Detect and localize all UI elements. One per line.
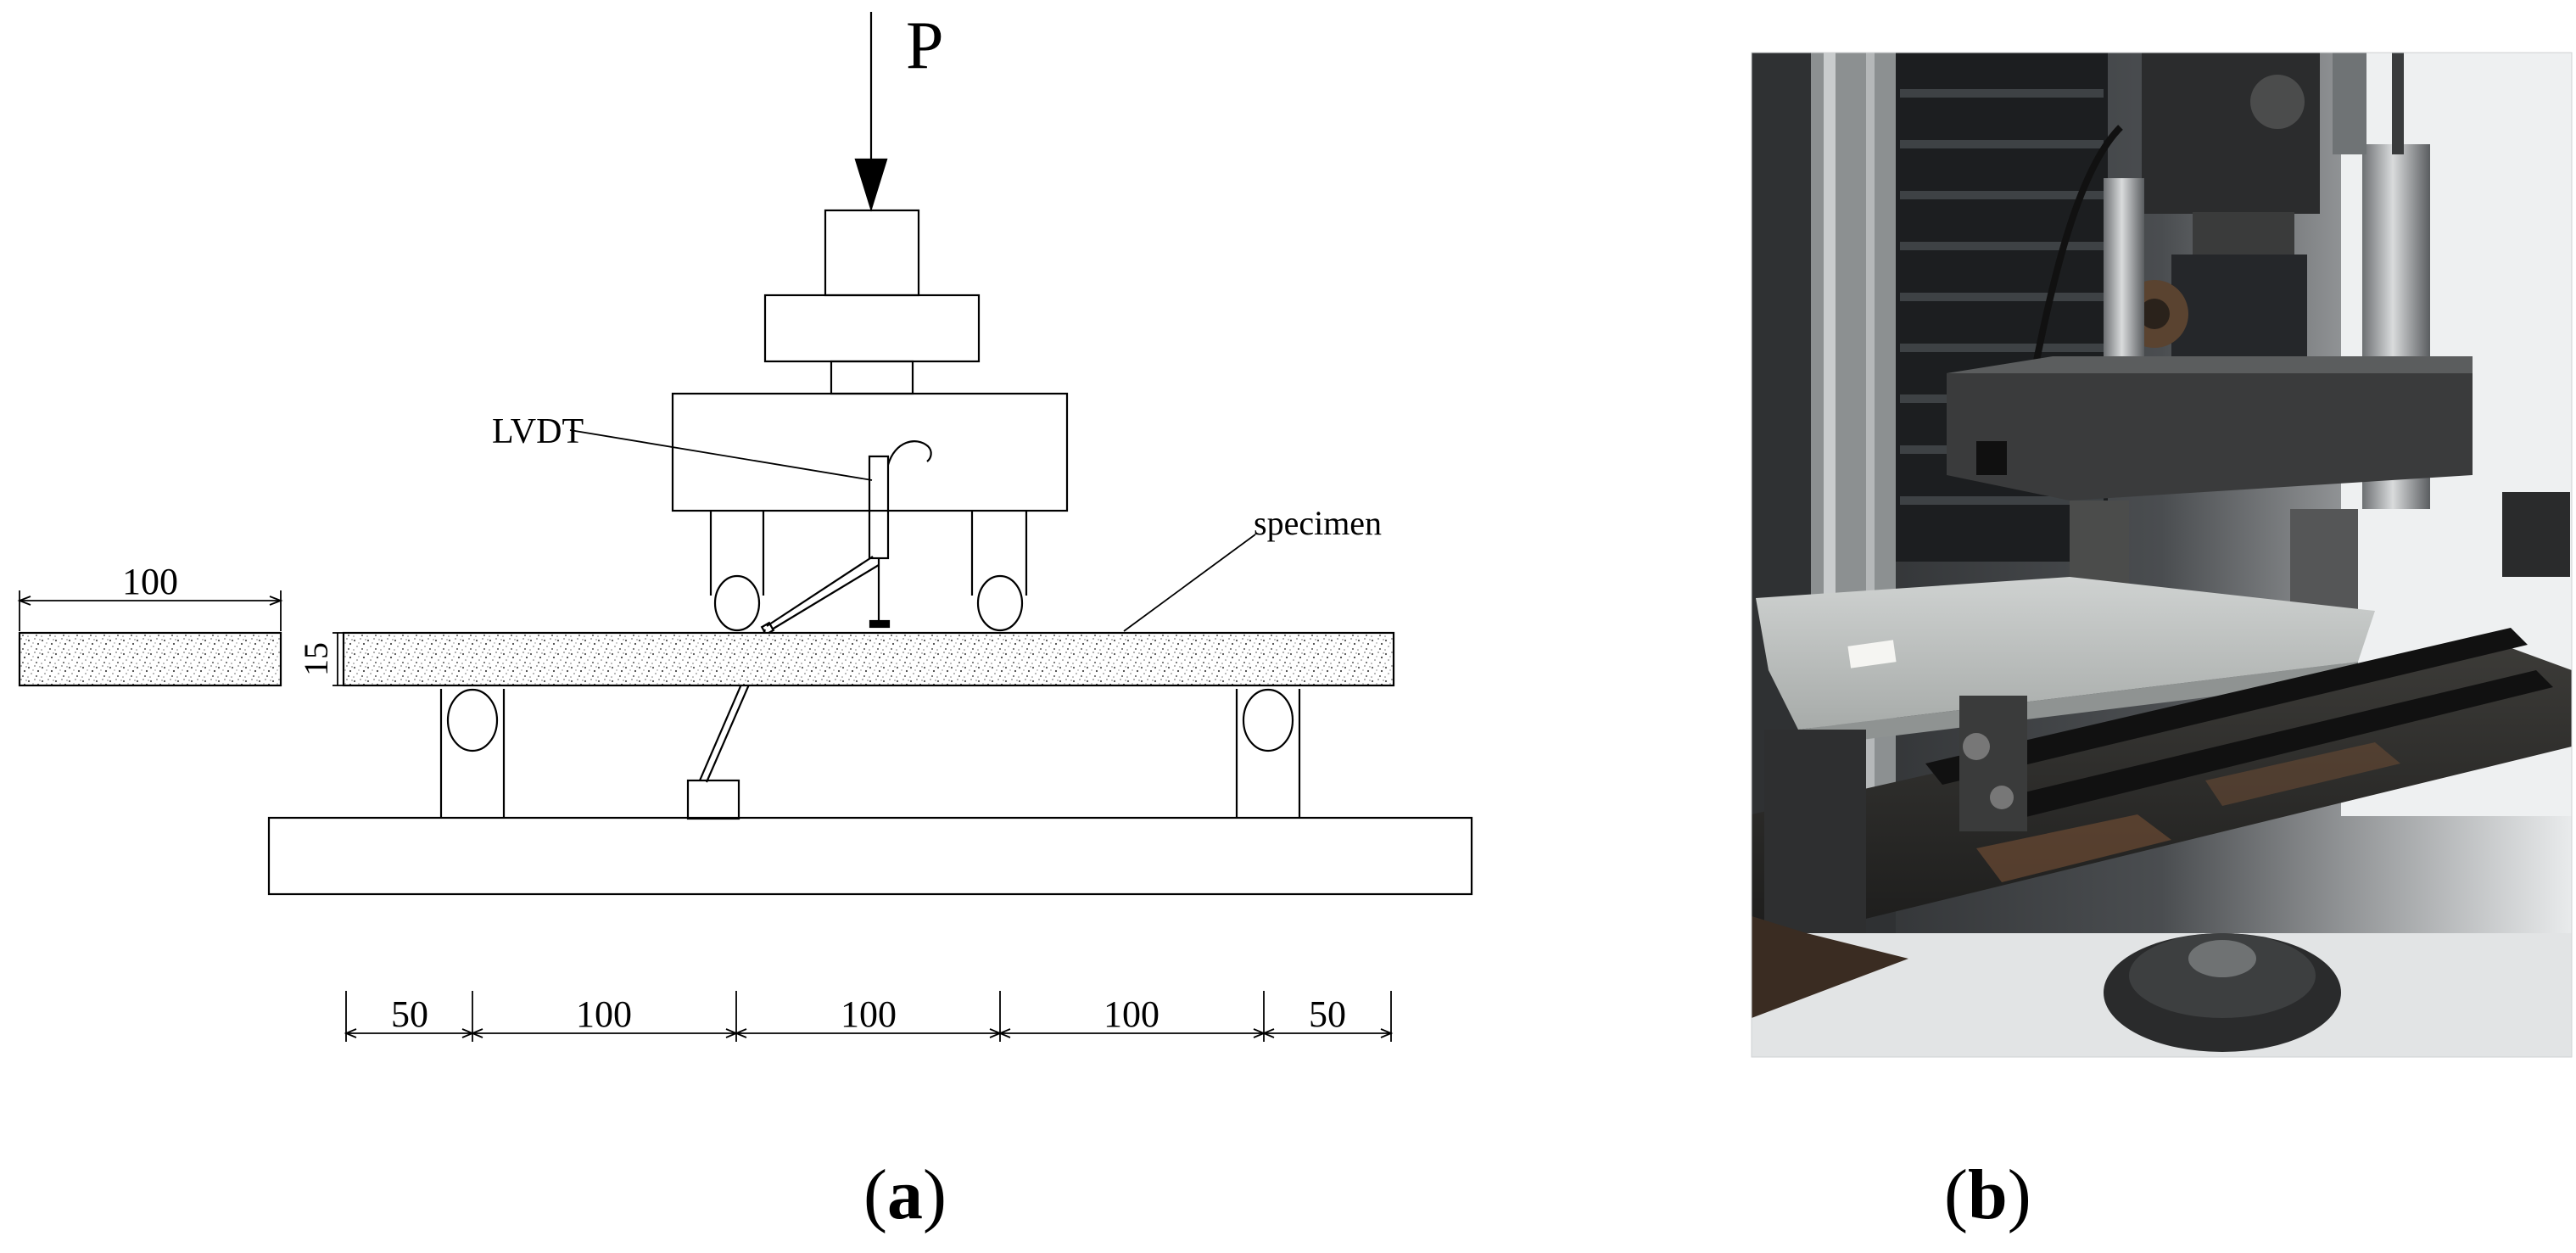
- caption-a: (a): [863, 1155, 947, 1234]
- section-width-label: 100: [122, 561, 178, 602]
- specimen-label: specimen: [1254, 504, 1382, 542]
- thickness-label: 15: [297, 642, 335, 676]
- dim-label-2: 100: [576, 993, 632, 1035]
- lvdt-sensor: [686, 440, 932, 820]
- dim-label-1: 50: [391, 993, 428, 1035]
- thickness-dimension: [332, 632, 344, 686]
- span-dimension-chain: [344, 991, 1394, 1042]
- lvdt-leader: [569, 429, 873, 481]
- support-left: [439, 688, 506, 818]
- span-dimension-labels: 50 100 100 100 50: [391, 993, 1346, 1035]
- upper-roller-right: [970, 511, 1028, 632]
- base-frame: [267, 816, 1473, 896]
- load-arrow: [854, 12, 888, 212]
- upper-roller-left: [709, 511, 765, 632]
- dim-label-5: 50: [1309, 993, 1346, 1035]
- specimen-beam: [342, 631, 1395, 687]
- test-setup-photo: [1751, 52, 2573, 1058]
- load-label: P: [906, 8, 944, 83]
- caption-b: (b): [1944, 1155, 2031, 1234]
- section-width-dimension: [17, 590, 283, 631]
- specimen-section: [18, 631, 282, 687]
- dim-label-3: 100: [841, 993, 897, 1035]
- schematic-diagram: P: [17, 8, 1473, 1042]
- specimen-leader: [1123, 534, 1256, 632]
- support-right: [1235, 688, 1301, 818]
- dim-label-4: 100: [1104, 993, 1159, 1035]
- lvdt-label: LVDT: [492, 412, 584, 451]
